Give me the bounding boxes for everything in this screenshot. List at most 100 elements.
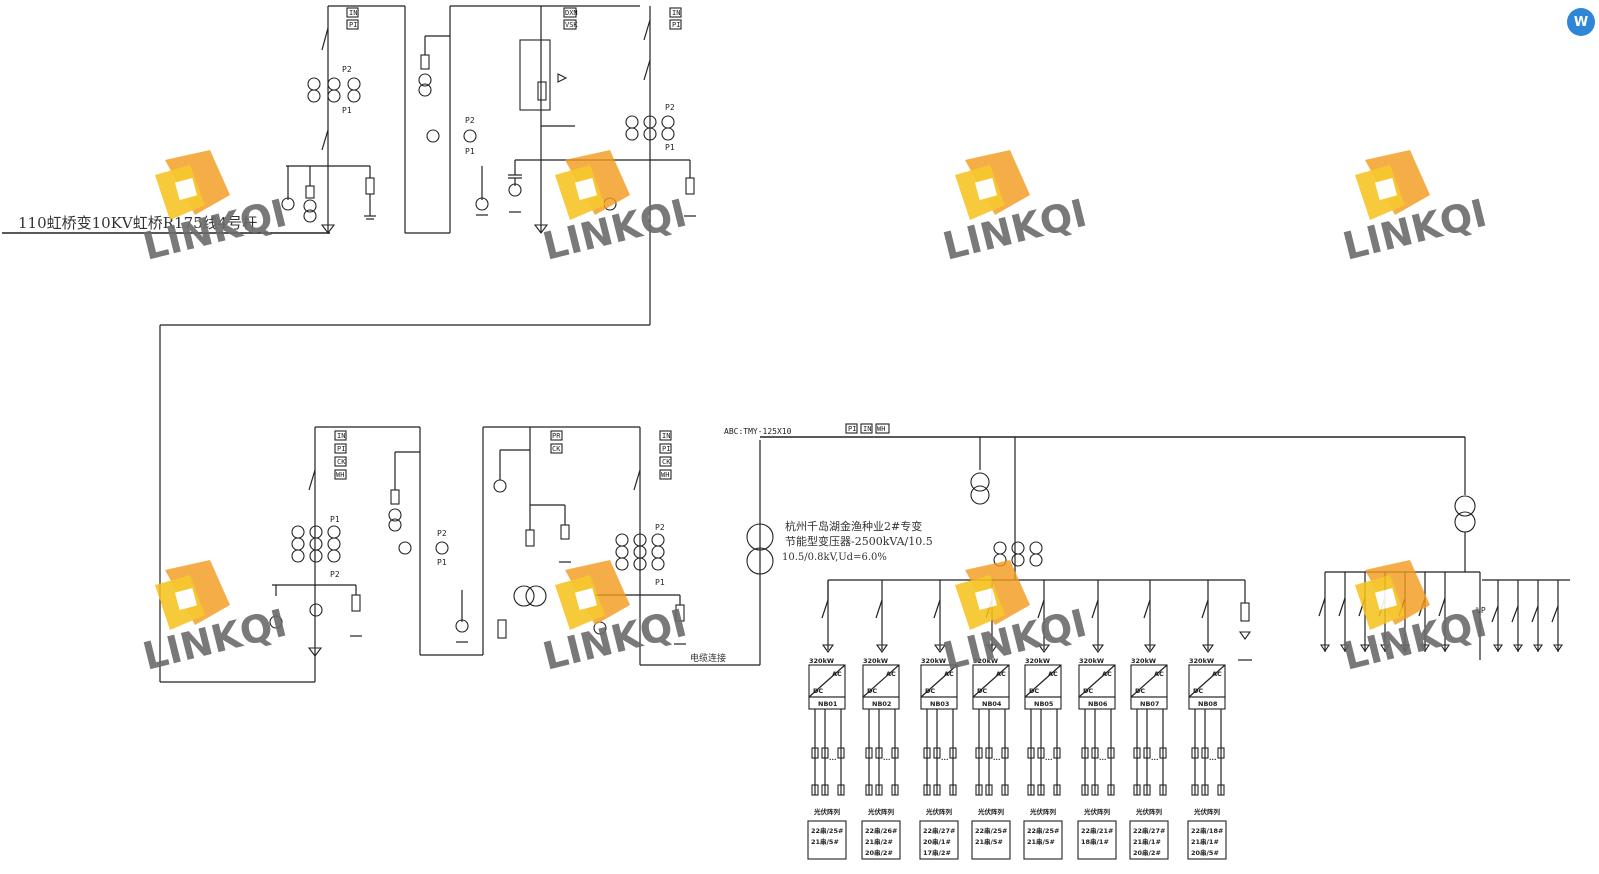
string-config: 20串/2# (865, 848, 893, 857)
svg-text:...: ... (829, 754, 836, 762)
svg-text:...: ... (1099, 754, 1106, 762)
string-config: 22串/18# (1191, 826, 1223, 835)
watermark-logo: LINKQI (939, 560, 1091, 679)
watermark-logo: LINKQI (139, 150, 291, 269)
string-config: 21串/5# (975, 837, 1003, 846)
inverter-power: 320kW (1079, 657, 1104, 665)
svg-text:...: ... (1045, 754, 1052, 762)
inverter-power: 320kW (973, 657, 998, 665)
svg-text:节能型变压器-2500kVA/10.5: 节能型变压器-2500kVA/10.5 (785, 534, 933, 548)
bus-label: ABC:TMY-125X10 (724, 427, 792, 436)
string-config: 21串/1# (1133, 837, 1161, 846)
inverter-power: 320kW (1131, 657, 1156, 665)
svg-text:IN: IN (662, 432, 670, 440)
svg-text:CK: CK (552, 445, 561, 453)
string-config: 22串/27# (923, 826, 955, 835)
string-config: 17串/2# (923, 848, 951, 857)
svg-text:P1: P1 (330, 515, 340, 524)
svg-text:杭州千岛湖金渔种业2#专变: 杭州千岛湖金渔种业2#专变 (785, 519, 922, 533)
svg-text:...: ... (941, 754, 948, 762)
pv-array-label: 光伏阵列 (1135, 807, 1163, 816)
inverter-dc-label: DC (1029, 687, 1039, 695)
cabinet-3: P2 P1 DXN VSK IN PI (508, 6, 696, 325)
svg-text:P1: P1 (665, 143, 675, 152)
inverter-name: NB07 (1140, 700, 1159, 708)
svg-text:IN: IN (337, 432, 345, 440)
inverter-dc-label: DC (925, 687, 935, 695)
inverter-power: 320kW (921, 657, 946, 665)
watermark-logo: LINKQI (539, 150, 691, 269)
inverter-name: NB05 (1034, 700, 1054, 708)
inverter-dc-label: DC (1135, 687, 1145, 695)
tag-in-1: IN (349, 9, 357, 17)
svg-text:...: ... (1209, 754, 1216, 762)
svg-text:P1: P1 (655, 578, 665, 587)
svg-text:...: ... (993, 754, 1000, 762)
svg-text:10.5/0.8kV,Ud=6.0%: 10.5/0.8kV,Ud=6.0% (782, 552, 887, 563)
inverter-dc-label: DC (813, 687, 823, 695)
string-config: 22串/27# (1133, 826, 1165, 835)
ups-label: UP (1476, 606, 1486, 615)
corner-badge-icon[interactable]: W (1567, 8, 1595, 36)
svg-text:VSK: VSK (565, 21, 578, 29)
inverter-name: NB01 (818, 700, 838, 708)
svg-text:...: ... (1151, 754, 1158, 762)
svg-text:P2: P2 (665, 103, 675, 112)
pv-array-label: 光伏阵列 (867, 807, 895, 816)
pv-array-label: 光伏阵列 (977, 807, 1005, 816)
string-config: 18串/1# (1081, 837, 1109, 846)
string-config: 22串/25# (1027, 826, 1059, 835)
inverter-ac-label: AC (1048, 670, 1058, 678)
inverter-ac-label: AC (832, 670, 842, 678)
string-config: 20串/5# (1191, 848, 1219, 857)
pv-array-label: 光伏阵列 (1193, 807, 1221, 816)
inverter-name: NB08 (1198, 700, 1218, 708)
string-config: 22串/25# (811, 826, 843, 835)
inverter-ac-label: AC (1154, 670, 1164, 678)
inverter-branch: 320kW AC DC NB02... 光伏阵列 22串/26# 21串/2# 20串/2# (861, 580, 901, 860)
main-transformer: 杭州千岛湖金渔种业2#专变 节能型变压器-2500kVA/10.5 10.5/0… (746, 440, 933, 665)
svg-text:WH: WH (661, 471, 669, 479)
inverter-name: NB06 (1088, 700, 1108, 708)
inverter-ac-label: AC (886, 670, 896, 678)
cable-label: 电缆连接 (690, 652, 726, 664)
svg-text:IN: IN (863, 425, 871, 433)
cabinet-5: P2 P1 PR CK (388, 426, 640, 656)
inverter-name: NB02 (872, 700, 891, 708)
cabinet-6: P2 P1 电缆连接 IN PI CK WH (593, 427, 760, 666)
watermark-logo: LINKQI (939, 150, 1091, 269)
string-config: 22串/25# (975, 826, 1007, 835)
string-config: 21串/1# (1191, 837, 1219, 846)
svg-text:P2: P2 (437, 529, 447, 538)
svg-text:P2: P2 (330, 570, 340, 579)
cabinet-2: P2 P1 (418, 5, 640, 233)
pv-array-label: 光伏阵列 (813, 807, 841, 816)
svg-text:PI: PI (848, 425, 856, 433)
svg-text:PI: PI (337, 445, 345, 453)
pv-array-label: 光伏阵列 (1029, 807, 1057, 816)
inverter-power: 320kW (863, 657, 888, 665)
svg-text:P2: P2 (655, 523, 665, 532)
inverter-dc-label: DC (1193, 687, 1203, 695)
svg-text:IN: IN (672, 9, 680, 17)
cabinet-4: P1 P2 IN PI CK WH (160, 426, 420, 683)
svg-text:DXN: DXN (565, 9, 578, 17)
inverter-ac-label: AC (996, 670, 1006, 678)
string-config: 22串/26# (865, 826, 897, 835)
watermark-logo: LINKQI (1339, 150, 1491, 269)
string-config: 21串/5# (811, 837, 839, 846)
string-config: 22串/21# (1081, 826, 1113, 835)
inverter-branches: 320kWACDCNB01...光伏阵列22串/25#21串/5#320kWAC… (807, 580, 1227, 860)
svg-text:WH: WH (336, 471, 344, 479)
svg-text:PI: PI (672, 21, 680, 29)
svg-text:...: ... (883, 754, 890, 762)
inverter-name: NB04 (982, 700, 1002, 708)
string-config: 21串/2# (865, 837, 893, 846)
inverter-dc-label: DC (867, 687, 877, 695)
